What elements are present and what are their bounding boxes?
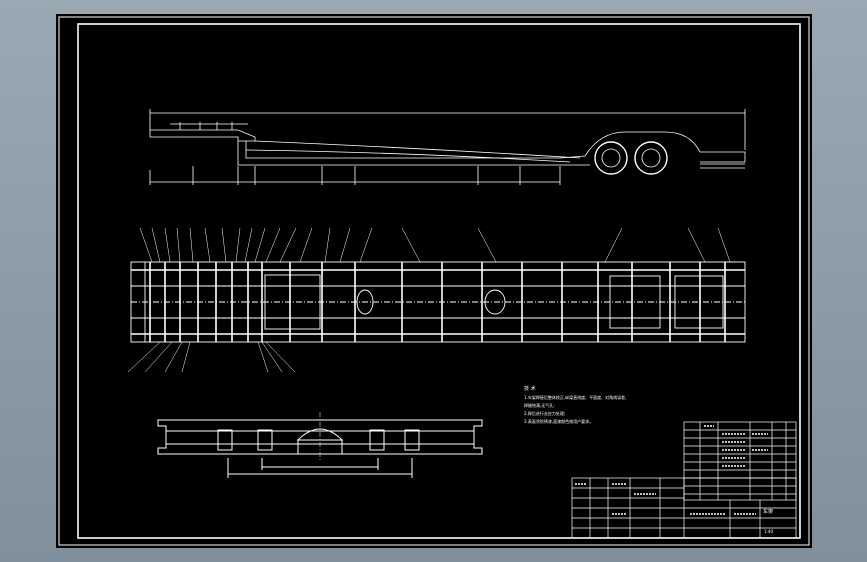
notes-line-2: 焊缝饱满,无气孔;	[524, 402, 555, 408]
side-view	[149, 109, 746, 185]
inner-frame	[77, 23, 801, 539]
title-block	[571, 421, 797, 539]
notes-line-4: 3.表面涂防锈漆,面漆颜色按用户要求。	[524, 418, 593, 424]
notes-title: 技 术	[524, 385, 536, 392]
plan-view	[127, 227, 746, 373]
drawing-name: 车架	[763, 508, 773, 515]
drawing-scale: 1:40	[764, 529, 773, 534]
drawing-sheet	[56, 14, 812, 548]
cross-section-view	[157, 412, 483, 478]
outer-frame	[58, 16, 810, 546]
notes-line-1: 1.车架焊接后整体校正,纵梁直线度、平面度、对角线误差,	[524, 394, 626, 400]
notes-line-3: 2.焊后进行去应力处理;	[524, 410, 565, 416]
